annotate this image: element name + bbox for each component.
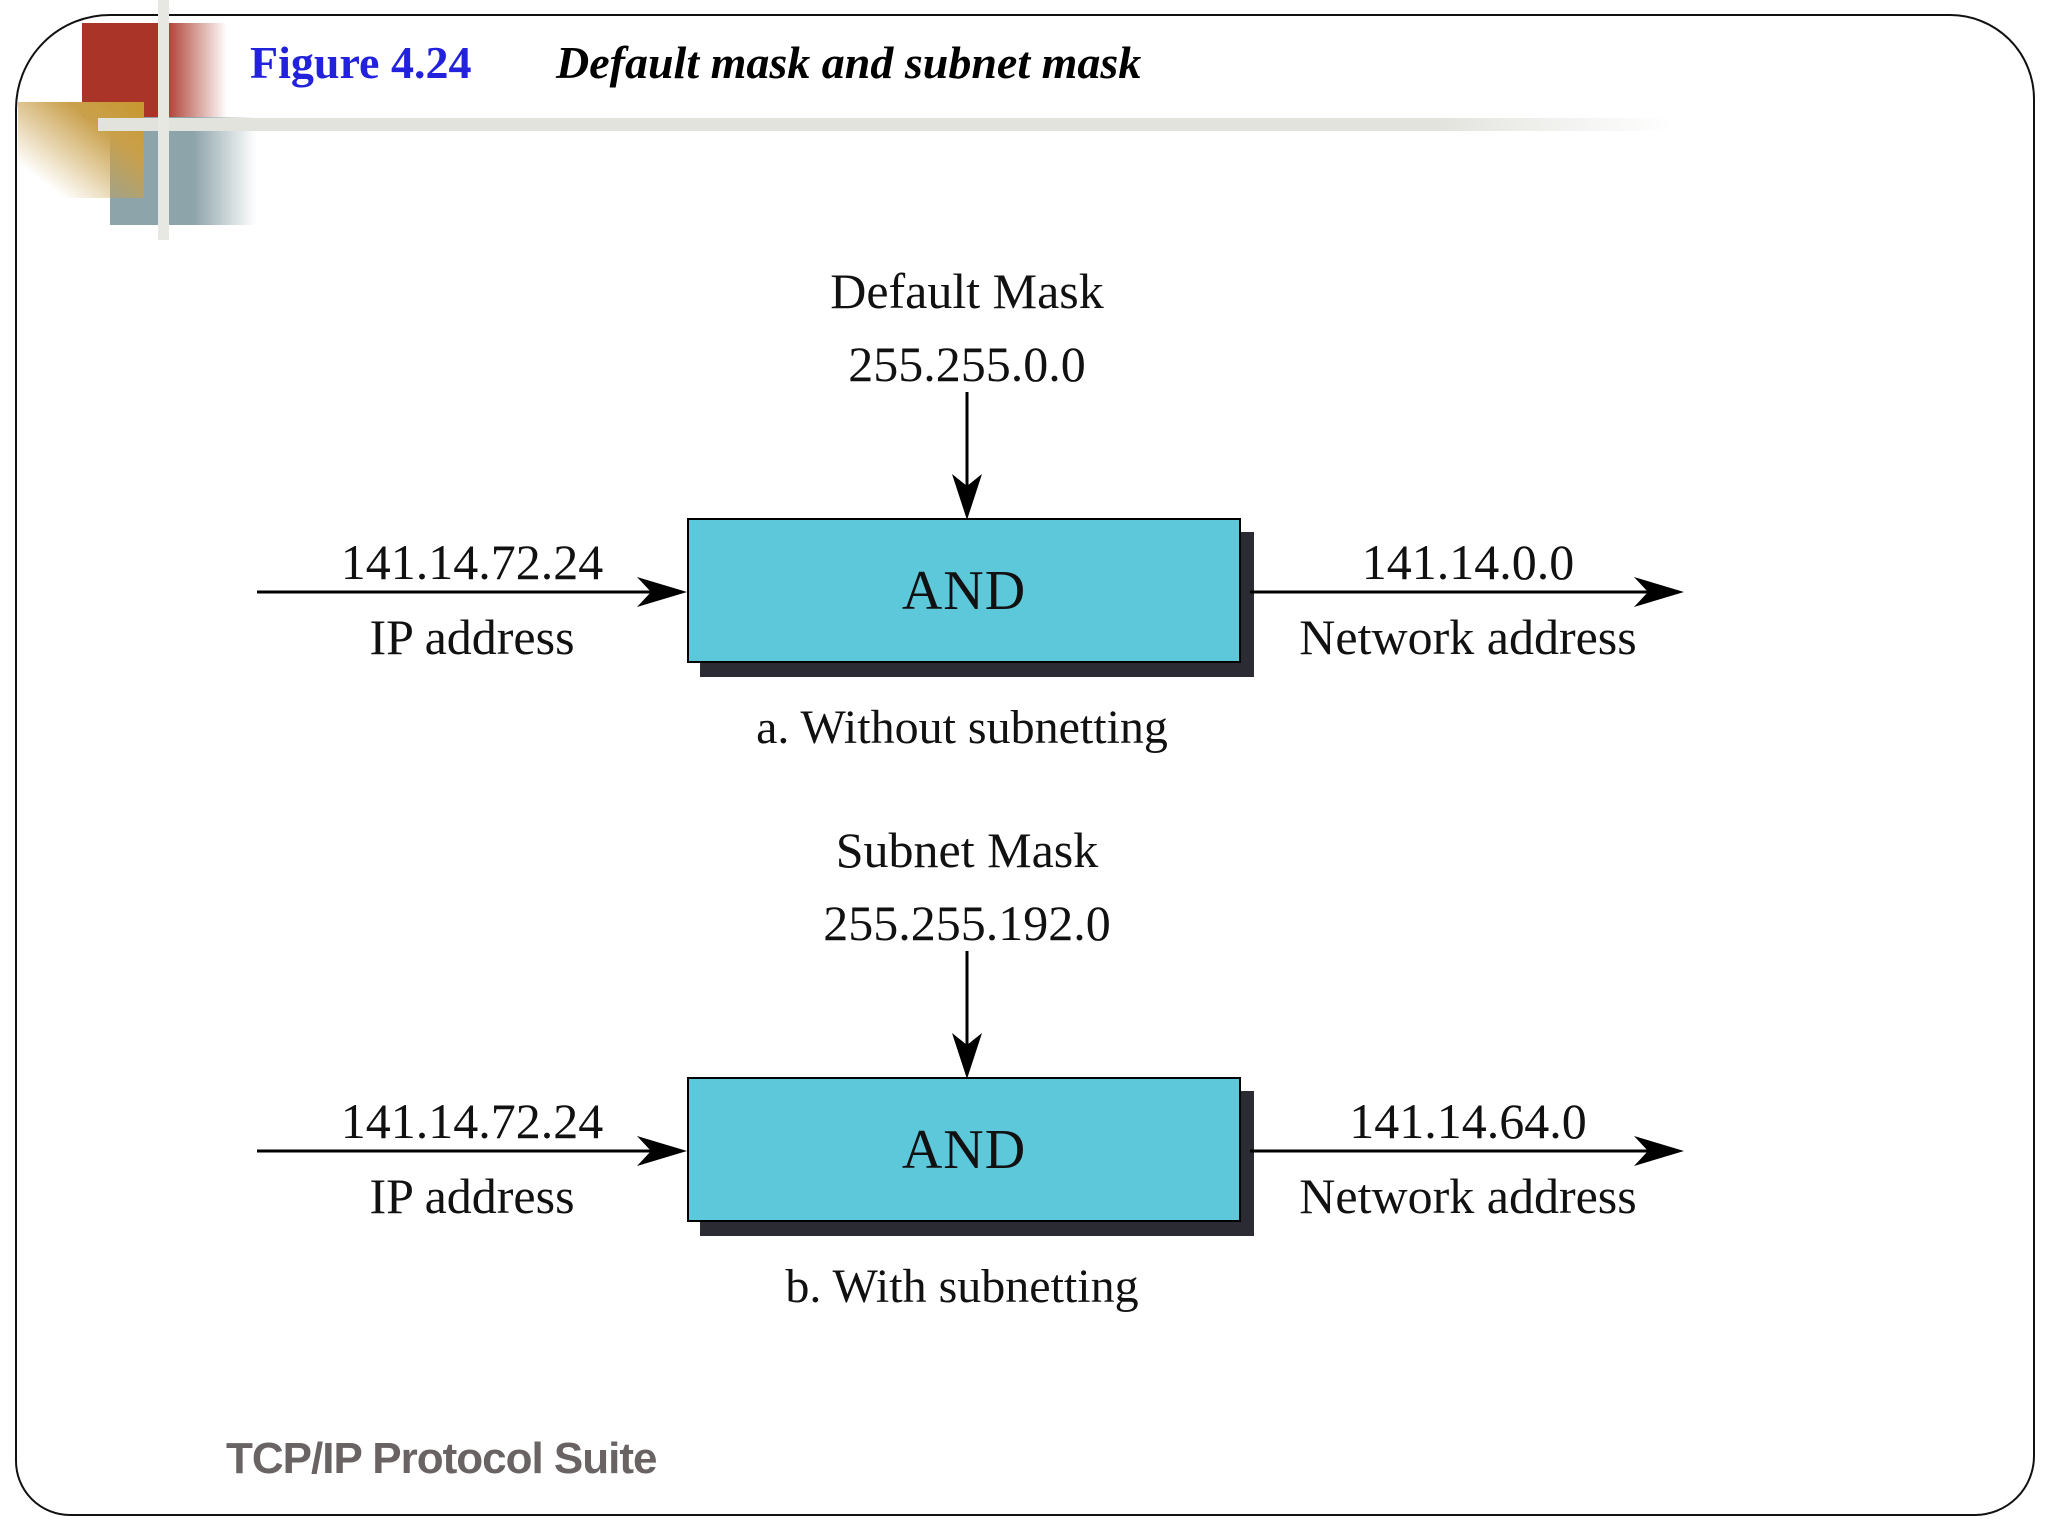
output-right-arrow-icon <box>1250 1136 1684 1166</box>
output-address-label: Network address <box>1299 1168 1637 1224</box>
footer-book-title: TCP/IP Protocol Suite <box>226 1434 657 1483</box>
diagram-without-subnetting: Default Mask 255.255.0.0 AND 141.14.72.2… <box>0 262 2048 762</box>
diagram-caption: a. Without subnetting <box>756 701 1168 754</box>
mask-value-label: 255.255.0.0 <box>848 336 1086 392</box>
and-operation-box: AND <box>687 1077 1241 1222</box>
output-address-value: 141.14.0.0 <box>1361 534 1575 590</box>
diagram-with-subnetting: Subnet Mask 255.255.192.0 AND 141.14.72.… <box>0 821 2048 1321</box>
input-address-value: 141.14.72.24 <box>340 534 604 590</box>
input-address-value: 141.14.72.24 <box>340 1093 604 1149</box>
output-address-value: 141.14.64.0 <box>1349 1093 1587 1149</box>
decoration-gold-square <box>18 102 144 198</box>
decoration-red-square <box>82 23 230 117</box>
and-operation-box: AND <box>687 518 1241 663</box>
mask-value-label: 255.255.192.0 <box>823 895 1111 951</box>
output-address-label: Network address <box>1299 609 1637 665</box>
down-arrow-icon <box>952 392 982 520</box>
input-right-arrow-icon <box>257 577 687 607</box>
diagram-caption: b. With subnetting <box>785 1260 1139 1313</box>
input-right-arrow-icon <box>257 1136 687 1166</box>
decoration-vertical-line <box>158 0 169 240</box>
input-address-label: IP address <box>369 1168 575 1224</box>
mask-name-label: Default Mask <box>830 263 1104 319</box>
and-operation-label: AND <box>901 1118 1027 1181</box>
output-right-arrow-icon <box>1250 577 1684 607</box>
decoration-horizontal-band <box>98 118 1673 131</box>
page-title: Default mask and subnet mask <box>556 37 1142 88</box>
mask-name-label: Subnet Mask <box>835 822 1099 878</box>
figure-number: Figure 4.24 <box>250 37 472 88</box>
slide-border <box>15 14 2035 1516</box>
and-operation-label: AND <box>901 559 1027 622</box>
input-address-label: IP address <box>369 609 575 665</box>
down-arrow-icon <box>952 951 982 1079</box>
